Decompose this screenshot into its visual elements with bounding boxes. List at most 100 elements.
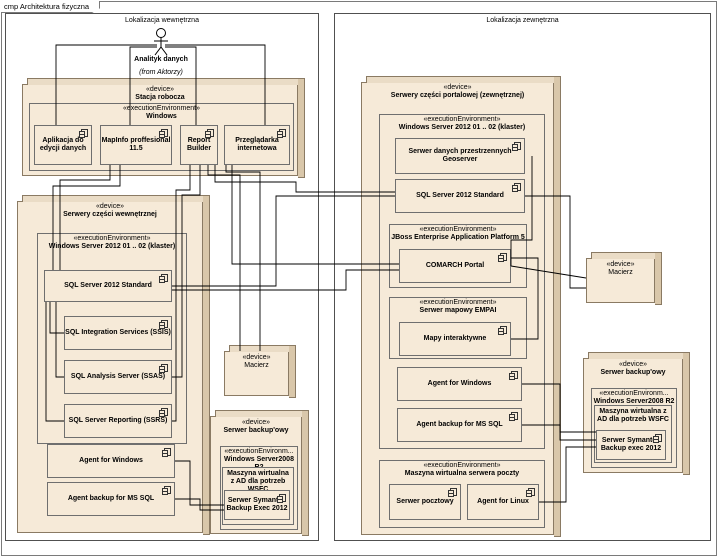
component-icon — [205, 129, 214, 138]
internal-agent-windows[interactable]: Agent for Windows — [47, 444, 175, 478]
external-array-node[interactable]: «device» Macierz — [586, 258, 655, 303]
external-symantec[interactable]: Serwer Symantec Backup exec 2012 — [596, 430, 666, 460]
external-symantec-label: Serwer Symantec Backup exec 2012 — [600, 437, 662, 452]
internal-backup-node-side — [302, 410, 309, 536]
internal-backup-stereotype: «device» — [241, 419, 271, 426]
external-backup-vm-title: Maszyna wirtualna z AD dla potrzeb WSFC — [597, 408, 669, 423]
portal-agent-windows[interactable]: Agent for Windows — [397, 367, 522, 401]
ssas-component[interactable]: SQL Analysis Server (SSAS) — [64, 360, 172, 394]
internal-sql-server[interactable]: SQL Server 2012 Standard — [44, 270, 172, 302]
component-icon — [509, 412, 518, 421]
component-icon — [79, 129, 88, 138]
component-icon — [159, 129, 168, 138]
component-icon — [277, 494, 286, 503]
portal-servers-stereotype: «device» — [443, 84, 472, 91]
workstation-node-top — [27, 78, 305, 85]
external-backup-stereotype: «device» — [618, 361, 648, 368]
interactive-maps[interactable]: Mapy interaktywne — [399, 322, 511, 356]
app-data-editor[interactable]: Aplikacja do edycji danych — [34, 125, 92, 165]
agent-linux[interactable]: Agent for Linux — [467, 484, 539, 520]
ssrs-label: SQL Server Reporting (SSRS) — [68, 417, 168, 424]
empai-title: Serwer mapowy EMPAI — [419, 307, 497, 314]
internal-backup-vm-title: Maszyna wirtualna z AD dla potrzeb WSFC — [227, 470, 289, 493]
component-icon — [498, 253, 507, 262]
portal-agent-mssql-label: Agent backup for MS SQL — [416, 421, 503, 428]
external-array-title: Macierz — [608, 269, 633, 276]
portal-servers-node-side — [554, 76, 561, 537]
internal-array-title: Macierz — [244, 362, 269, 369]
portal-sql-server-label: SQL Server 2012 Standard — [416, 192, 504, 199]
external-array-stereotype: «device» — [606, 261, 635, 268]
internal-symantec[interactable]: Serwer Symantec Backup Exec 2012 — [224, 490, 290, 520]
comarch-portal[interactable]: COMARCH Portal — [399, 249, 511, 283]
external-backup-node-side — [683, 352, 690, 475]
portal-agent-windows-label: Agent for Windows — [427, 380, 492, 387]
windows-env-stereotype: «executionEnvironment» — [122, 105, 201, 112]
component-icon — [162, 486, 171, 495]
external-backup-env-stereotype: «executionEnvironm... — [599, 390, 669, 397]
internal-sql-server-label: SQL Server 2012 Standard — [64, 282, 152, 289]
geoserver-component[interactable]: Serwer danych przestrzennych Geoserver — [395, 138, 525, 174]
workstation-stereotype: «device» — [145, 86, 175, 93]
report-builder-label: Report Builder — [186, 137, 212, 152]
internal-backup-title: Serwer backup'owy — [223, 427, 289, 434]
diagram-title: cmp Architektura fizyczna — [1, 1, 101, 13]
portal-servers-node-top — [366, 76, 561, 83]
browser-component[interactable]: Przeglądarka internetowa — [224, 125, 290, 165]
mapinfo-component[interactable]: MapInfo proffesional 11.5 — [100, 125, 172, 165]
workstation-node-side — [298, 78, 305, 178]
jboss-stereotype: «executionEnvironment» — [419, 226, 497, 233]
jboss-title: JBoss Enterprise Application Platform 5 — [391, 234, 525, 241]
internal-symantec-label: Serwer Symantec Backup Exec 2012 — [226, 497, 288, 512]
internal-servers-node-top — [22, 195, 210, 202]
portal-sql-server[interactable]: SQL Server 2012 Standard — [395, 179, 525, 213]
internal-agent-mssql-label: Agent backup for MS SQL — [67, 495, 155, 502]
ssrs-component[interactable]: SQL Server Reporting (SSRS) — [64, 404, 172, 438]
report-builder-component[interactable]: Report Builder — [180, 125, 218, 165]
portal-agent-mssql[interactable]: Agent backup for MS SQL — [397, 408, 522, 442]
component-icon — [277, 129, 286, 138]
ssis-component[interactable]: SQL Integration Services (SSIS) — [64, 316, 172, 350]
mail-vm-title: Maszyna wirtualna serwera poczty — [404, 470, 520, 477]
component-icon — [509, 371, 518, 380]
geoserver-label: Serwer danych przestrzennych Geoserver — [408, 148, 512, 163]
internal-backup-node-top — [215, 410, 309, 417]
component-icon — [512, 183, 521, 192]
internal-cluster-stereotype: «executionEnvironment» — [73, 235, 151, 242]
agent-linux-label: Agent for Linux — [477, 498, 529, 505]
internal-cluster-title: Windows Server 2012 01 .. 02 (klaster) — [48, 243, 176, 250]
empai-stereotype: «executionEnvironment» — [419, 299, 497, 306]
internal-agent-mssql[interactable]: Agent backup for MS SQL — [47, 482, 175, 516]
ssas-label: SQL Analysis Server (SSAS) — [70, 373, 166, 380]
internal-servers-stereotype: «device» — [95, 203, 125, 210]
app-data-editor-label: Aplikacja do edycji danych — [39, 137, 87, 152]
mail-vm-stereotype: «executionEnvironment» — [423, 462, 501, 469]
component-icon — [162, 448, 171, 457]
internal-array-stereotype: «device» — [242, 354, 271, 361]
interactive-maps-label: Mapy interaktywne — [423, 335, 487, 342]
component-icon — [448, 488, 457, 497]
component-icon — [159, 320, 168, 329]
component-icon — [526, 488, 535, 497]
mail-server[interactable]: Serwer pocztowy — [389, 484, 461, 520]
component-icon — [159, 274, 168, 283]
windows-env-title: Windows — [146, 113, 177, 120]
browser-label: Przeglądarka internetowa — [235, 137, 279, 152]
actor-note: (from Aktorzy) — [139, 69, 183, 76]
component-icon — [498, 326, 507, 335]
external-backup-env-title: Windows Server2008 R2 — [593, 398, 675, 405]
mapinfo-label: MapInfo proffesional 11.5 — [101, 137, 171, 152]
internal-servers-title: Serwery części wewnętrznej — [63, 211, 157, 218]
component-icon — [159, 364, 168, 373]
actor-icon — [154, 28, 168, 56]
external-backup-title: Serwer backup'owy — [600, 369, 666, 376]
internal-array-node-side — [289, 345, 296, 398]
internal-array-node[interactable]: «device» Macierz — [224, 351, 289, 396]
zone-internal-title: Lokalizacja wewnętrzna — [125, 17, 199, 24]
internal-backup-env-stereotype: «executionEnvironm... — [224, 448, 294, 455]
component-icon — [653, 434, 662, 443]
comarch-portal-label: COMARCH Portal — [425, 262, 485, 269]
portal-cluster-title: Windows Server 2012 01 .. 02 (klaster) — [398, 124, 526, 131]
portal-cluster-stereotype: «executionEnvironment» — [423, 116, 501, 123]
